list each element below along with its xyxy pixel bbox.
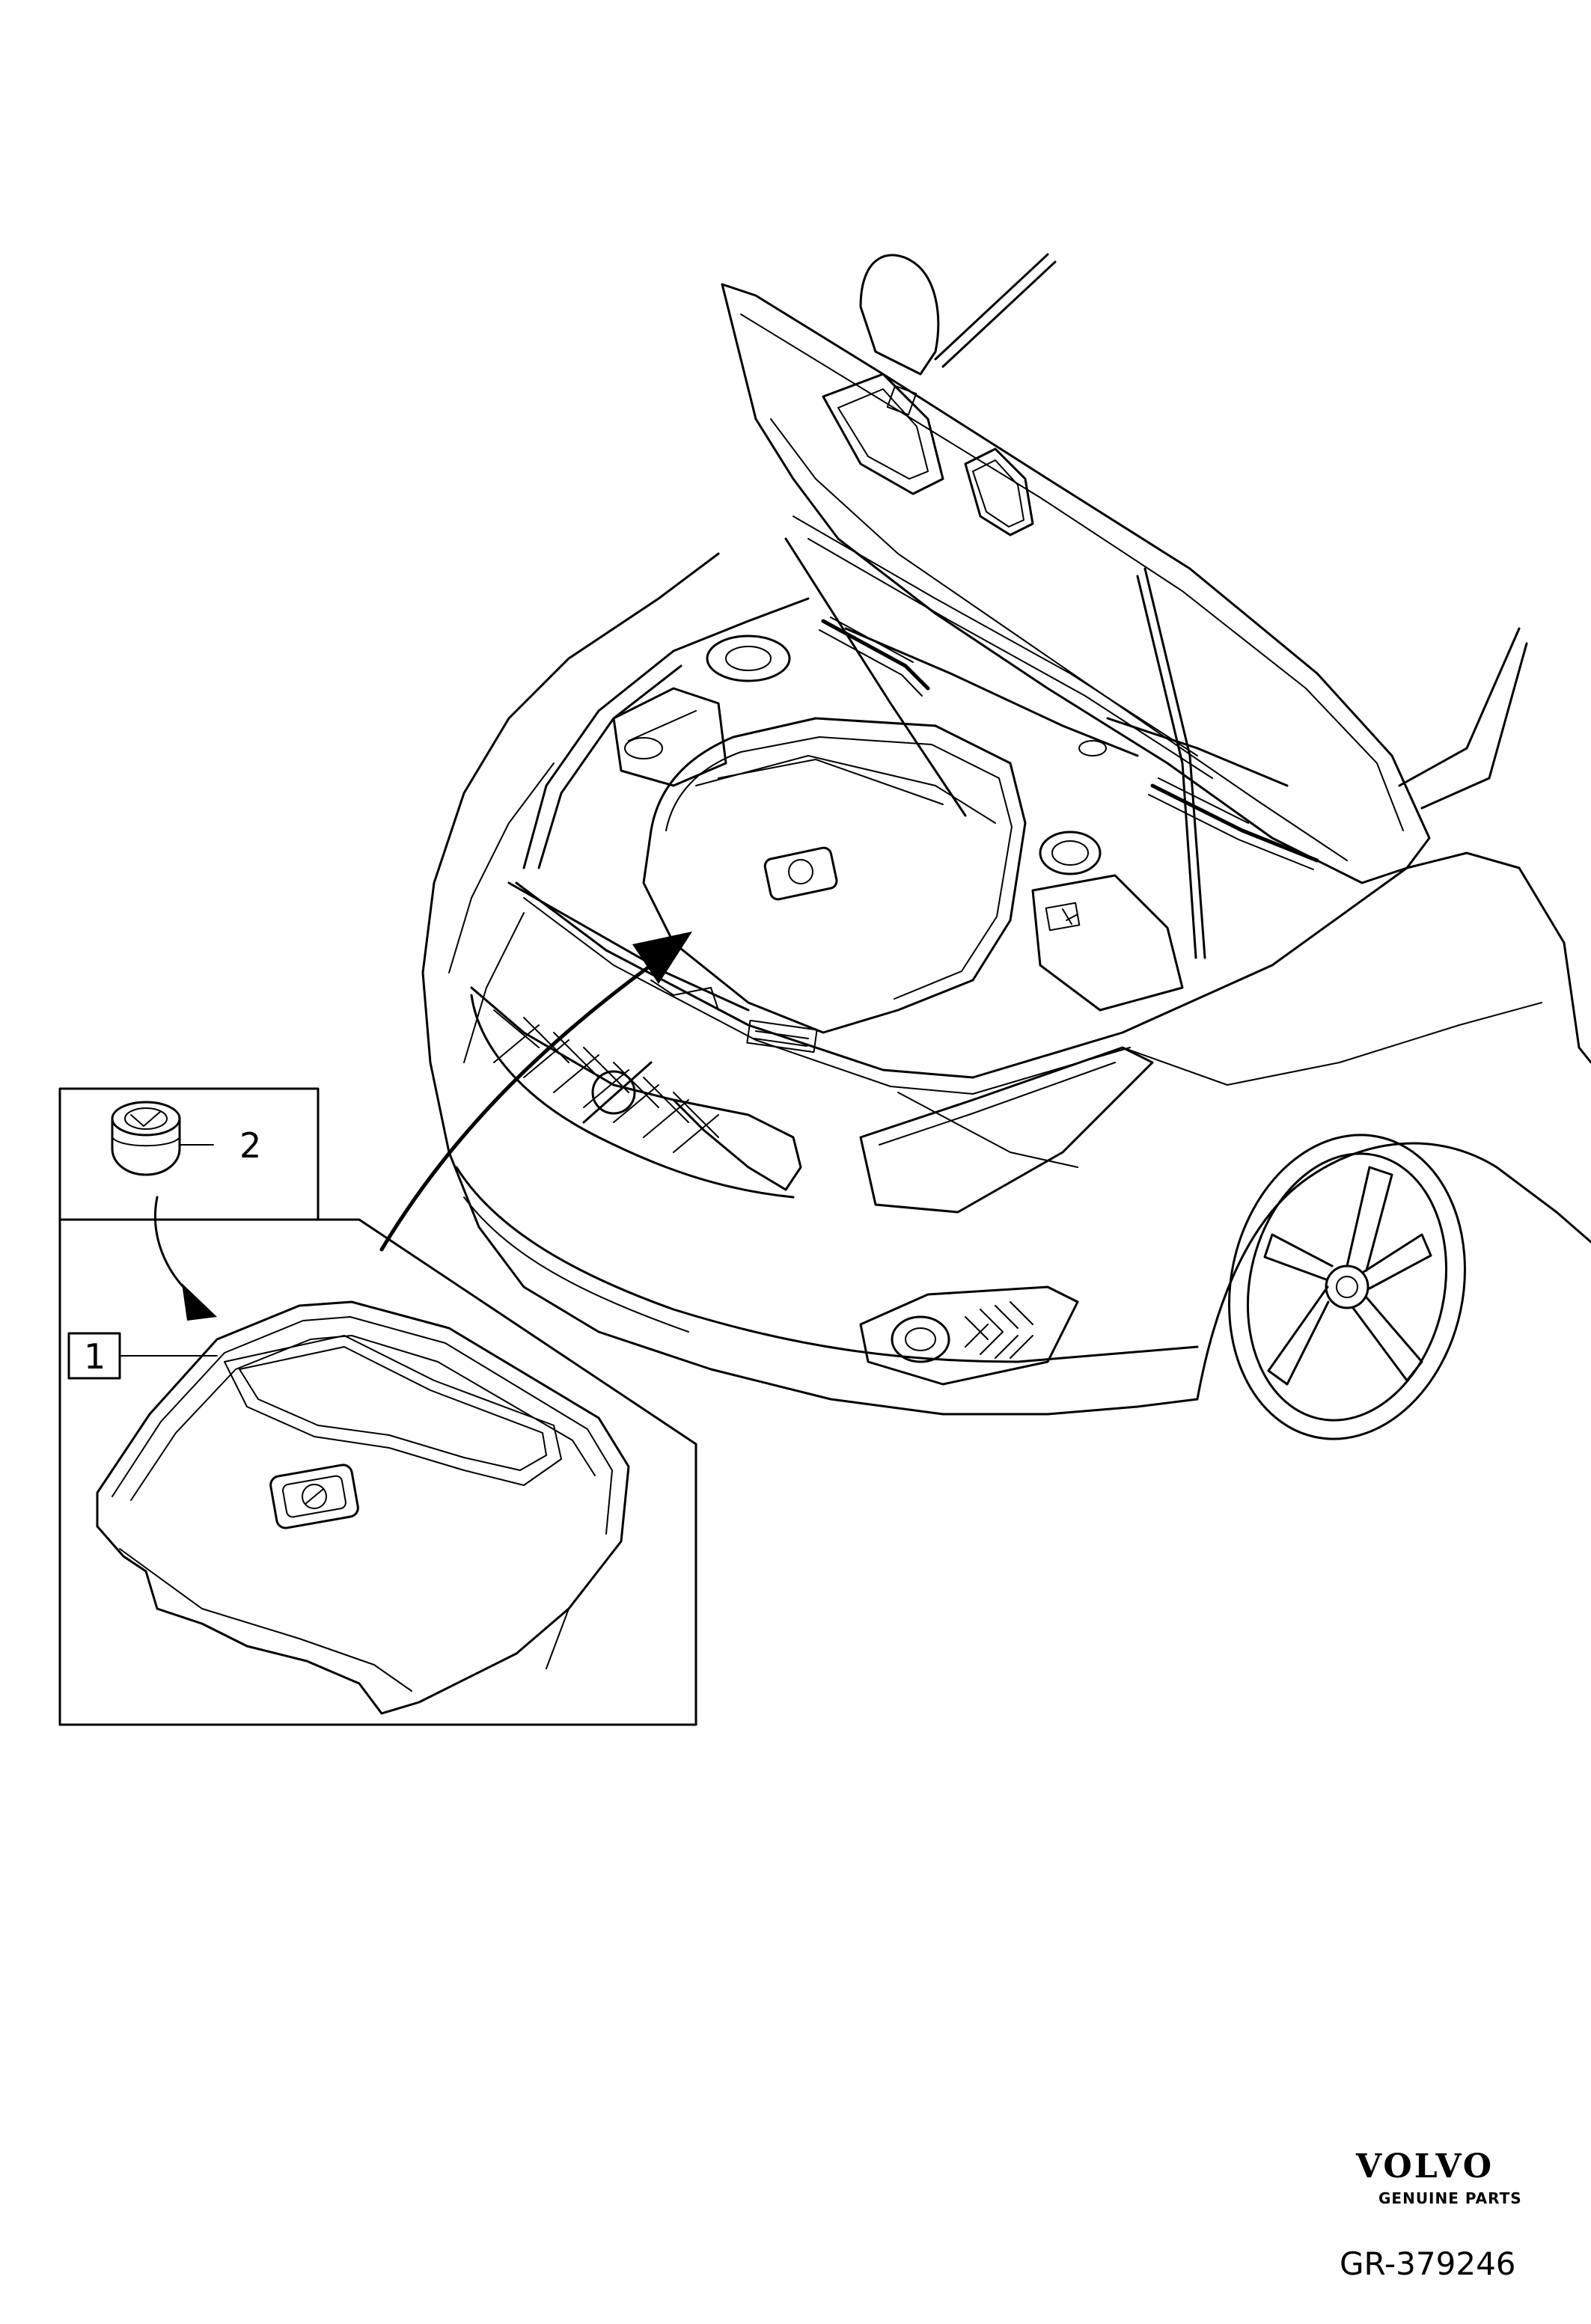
mirror-and-pillar (859, 253, 1528, 810)
arrow-head-small (182, 1283, 217, 1321)
fog-lamp (859, 1285, 1079, 1386)
cowl-grille-right (1148, 777, 1319, 870)
front-wheel (1228, 1134, 1466, 1440)
volvo-logo: VOLVO (1355, 2147, 1494, 2186)
engine-bay (507, 537, 1319, 1054)
detail-panel (58, 932, 697, 1726)
callout-1[interactable]: 1 (67, 1332, 121, 1380)
genuine-parts-tagline: GENUINE PARTS (1378, 2189, 1522, 2207)
callout-1-label: 1 (84, 1336, 106, 1377)
branding: VOLVO GENUINE PARTS GR-379246 (1340, 2147, 1522, 2282)
install-arrow-large (379, 963, 653, 1252)
callout-2-label: 2 (239, 1125, 261, 1166)
car-illustration (421, 253, 1591, 1440)
engine-cover-part (96, 1300, 630, 1715)
arrow-head-large (632, 932, 692, 984)
callout-1-box (67, 1332, 121, 1380)
open-hood (721, 283, 1431, 884)
front-fascia (455, 986, 1199, 1386)
callout-2[interactable]: 2 (239, 1125, 261, 1166)
diagram-reference: GR-379246 (1340, 2245, 1516, 2282)
grille-mesh (493, 1009, 719, 1153)
engine-cover-installed (642, 717, 1027, 1034)
grommet-clip (111, 1101, 181, 1176)
car-body (421, 552, 1591, 1416)
